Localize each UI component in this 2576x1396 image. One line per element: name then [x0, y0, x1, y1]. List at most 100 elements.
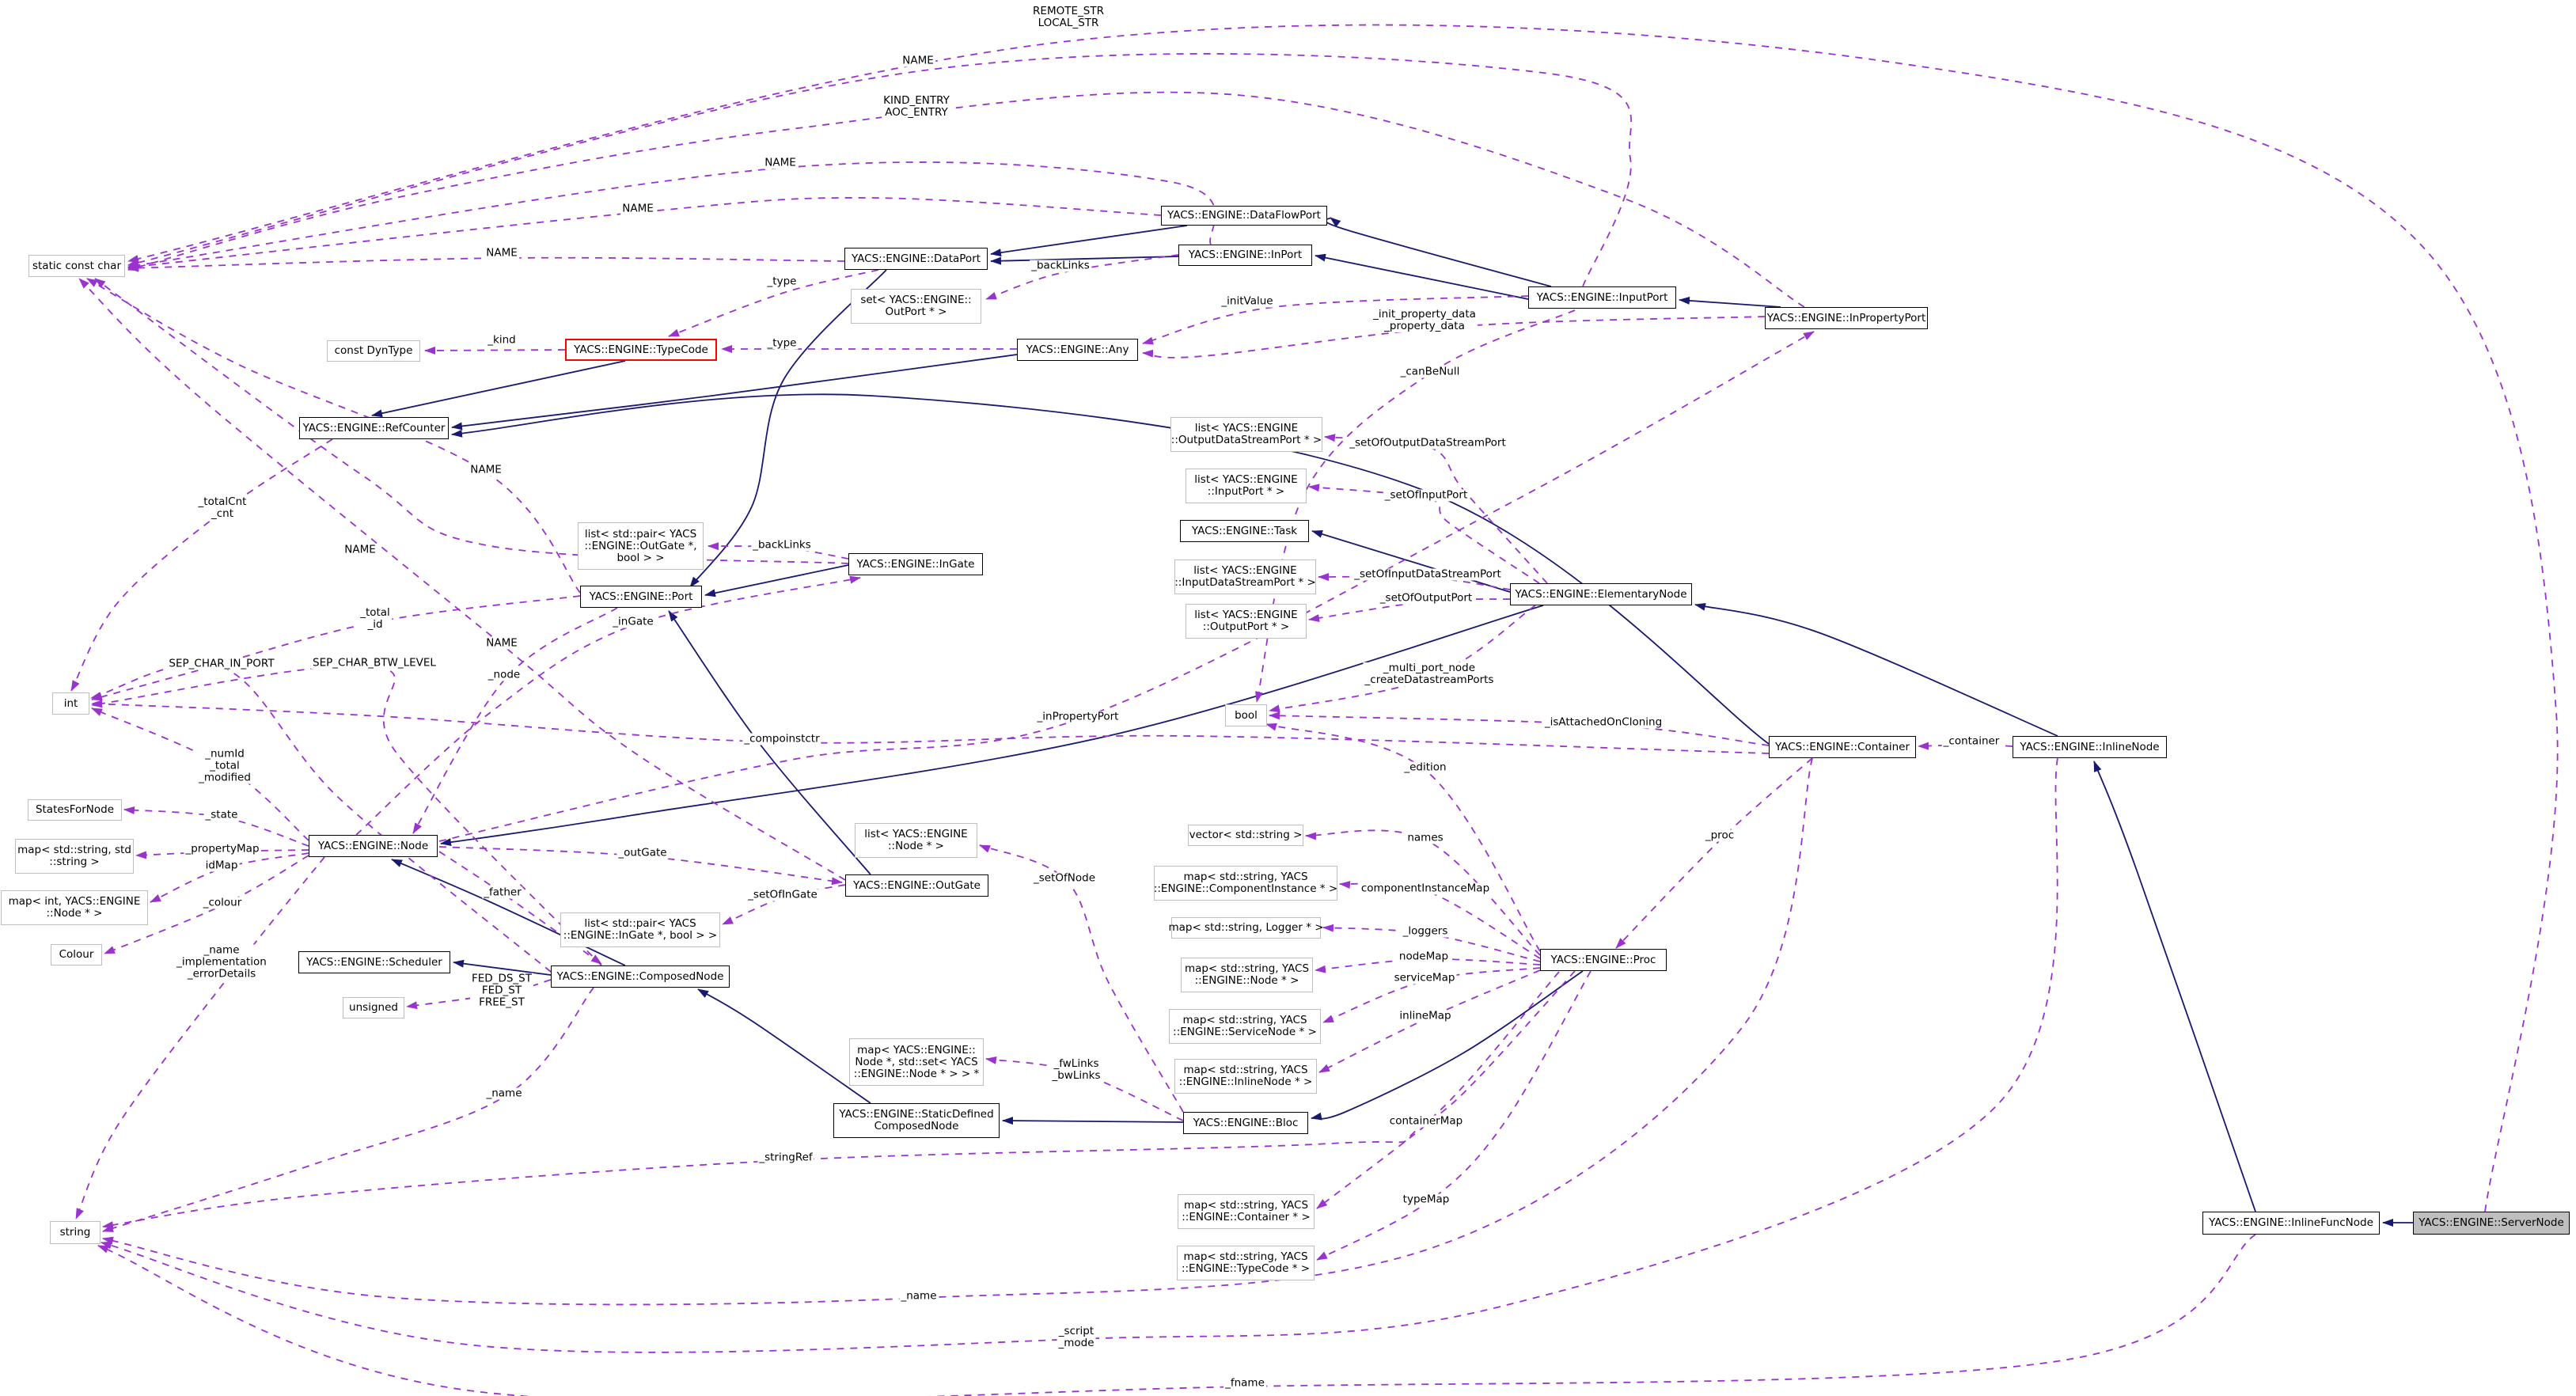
class-box-label: ::ENGINE::InlineNode * >	[1178, 1075, 1313, 1088]
class-box-string: string	[50, 1221, 101, 1244]
edge-label: _isAttachedOnCloning	[1542, 715, 1664, 729]
class-box-outgate[interactable]: YACS::ENGINE::OutGate	[845, 874, 988, 897]
usage-edge	[127, 161, 1216, 270]
inheritance-edge	[1324, 217, 1552, 287]
usage-edge	[97, 1234, 2256, 1396]
class-box-container[interactable]: YACS::ENGINE::Container	[1769, 736, 1916, 758]
usage-edge	[1339, 881, 1541, 959]
class-box-label: Node *, std::set< YACS	[855, 1055, 978, 1068]
class-box-inport[interactable]: YACS::ENGINE::InPort	[1178, 245, 1312, 266]
edge-label: _backLinks	[751, 538, 813, 552]
class-box-static-const-char: static const char	[28, 255, 125, 277]
usage-edge	[127, 256, 845, 272]
edge-label: NAME	[484, 636, 519, 650]
class-box-port[interactable]: YACS::ENGINE::Port	[580, 586, 702, 608]
class-box-map-componentinstance: map< std::string, YACS::ENGINE::Componen…	[1154, 866, 1337, 901]
usage-edge	[1265, 723, 1541, 952]
inheritance-edge	[391, 859, 626, 966]
class-box-label: set< YACS::ENGINE::	[860, 294, 972, 306]
class-box-composednode[interactable]: YACS::ENGINE::ComposedNode	[551, 965, 730, 988]
inheritance-edge	[990, 256, 1179, 265]
edge-label: _type	[765, 275, 799, 288]
usage-edge	[91, 700, 1770, 754]
edge-label: _totalCnt_cnt	[196, 495, 248, 520]
class-box-inlinefuncnode[interactable]: YACS::ENGINE::InlineFuncNode	[2202, 1212, 2380, 1235]
edge-label: NAME	[343, 543, 377, 556]
edge-label: _inGate	[611, 615, 655, 628]
usage-edge	[412, 607, 618, 834]
usage-edge	[1142, 295, 1529, 345]
edge-label: _canBeNull	[1398, 365, 1462, 378]
usage-edge	[1615, 757, 1813, 949]
class-box-label: YACS::ENGINE::OutGate	[853, 878, 981, 892]
class-box-unsigned: unsigned	[343, 997, 404, 1019]
class-box-dataport[interactable]: YACS::ENGINE::DataPort	[844, 248, 988, 270]
inheritance-edge	[689, 269, 887, 588]
usage-edge	[86, 278, 581, 594]
edge-label: _kind	[486, 333, 518, 347]
class-box-label: YACS::ENGINE::Scheduler	[306, 955, 442, 969]
class-box-elementarynode[interactable]: YACS::ENGINE::ElementaryNode	[1510, 583, 1692, 605]
class-box-label: YACS::ENGINE::InlineNode	[2020, 740, 2160, 753]
class-box-refcounter[interactable]: YACS::ENGINE::RefCounter	[299, 417, 449, 439]
edge-label: _colour	[201, 896, 244, 909]
class-box-list-inputdatastreamport: list< YACS::ENGINE::InputDataStreamPort …	[1174, 560, 1316, 594]
usage-edge	[75, 856, 325, 1220]
class-box-label: bool > >	[616, 551, 665, 564]
edge-label: _setOfNode	[1032, 871, 1097, 885]
edge-label: _initValue	[1220, 294, 1275, 308]
edge-label: NAME	[620, 202, 655, 215]
class-box-inlinenode[interactable]: YACS::ENGINE::InlineNode	[2013, 736, 2167, 758]
class-box-label: YACS::ENGINE::StaticDefined	[839, 1108, 994, 1121]
class-box-label: unsigned	[349, 1001, 398, 1014]
class-box-scheduler[interactable]: YACS::ENGINE::Scheduler	[298, 951, 450, 973]
inheritance-edge	[697, 988, 871, 1104]
class-box-label: YACS::ENGINE::RefCounter	[302, 421, 446, 434]
class-box-label: YACS::ENGINE::InputPort	[1536, 290, 1668, 304]
class-box-ingate[interactable]: YACS::ENGINE::InGate	[848, 553, 983, 575]
edge-label: _proc	[1703, 829, 1736, 842]
class-box-any[interactable]: YACS::ENGINE::Any	[1017, 339, 1138, 361]
class-box-label: list< YACS::ENGINE	[1194, 422, 1299, 434]
inheritance-edge	[451, 354, 1018, 431]
usage-edge	[1324, 434, 1548, 584]
edge-label: typeMap	[1401, 1193, 1451, 1206]
class-box-task[interactable]: YACS::ENGINE::Task	[1180, 520, 1309, 542]
class-box-node[interactable]: YACS::ENGINE::Node	[309, 835, 438, 857]
class-box-label: map< std::string, YACS	[1183, 1250, 1308, 1263]
inheritance-edge	[990, 225, 1188, 257]
class-box-label: ::ENGINE::ServiceNode * >	[1173, 1026, 1317, 1038]
class-box-list-pair-outgate: list< std::pair< YACS::ENGINE::OutGate *…	[578, 522, 704, 570]
class-box-label: map< std::string, Logger * >	[1168, 921, 1324, 934]
edge-label: _compoinstctr	[742, 732, 821, 745]
edge-label: componentInstanceMap	[1359, 882, 1492, 895]
edge-label: _backLinks	[1030, 259, 1091, 272]
edge-label: _name	[484, 1087, 524, 1100]
class-box-list-inputport: list< YACS::ENGINE::InputPort * >	[1186, 468, 1307, 503]
edge-label: _script_mode	[1057, 1325, 1096, 1349]
inheritance-edge	[1311, 530, 1511, 593]
usage-edge	[1269, 711, 1770, 746]
usage-edge	[985, 254, 1179, 300]
class-box-bloc[interactable]: YACS::ENGINE::Bloc	[1183, 1112, 1308, 1134]
edge-label: containerMap	[1387, 1114, 1465, 1128]
class-box-proc[interactable]: YACS::ENGINE::Proc	[1540, 949, 1667, 971]
usage-edge	[722, 884, 846, 925]
class-box-map-int-node: map< int, YACS::ENGINE::Node * >	[1, 890, 148, 925]
usage-edge	[1918, 742, 2013, 750]
usage-edge	[1255, 309, 1576, 703]
class-box-const-dyntype: const DynType	[327, 340, 420, 362]
class-box-dataflowport[interactable]: YACS::ENGINE::DataFlowPort	[1161, 206, 1327, 226]
class-box-inputport[interactable]: YACS::ENGINE::InputPort	[1528, 286, 1676, 309]
class-box-label: map< YACS::ENGINE::	[857, 1043, 976, 1056]
class-box-typecode[interactable]: YACS::ENGINE::TypeCode	[565, 339, 717, 361]
class-box-label: YACS::ENGINE::Node	[317, 839, 429, 852]
class-box-label: ::ENGINE::TypeCode * >	[1181, 1262, 1311, 1275]
class-box-inpropertyport[interactable]: YACS::ENGINE::InPropertyPort	[1765, 307, 1928, 329]
edge-label: _init_property_data_property_data	[1371, 308, 1478, 332]
class-box-map-string-string: map< std::string, std::string >	[15, 839, 134, 874]
